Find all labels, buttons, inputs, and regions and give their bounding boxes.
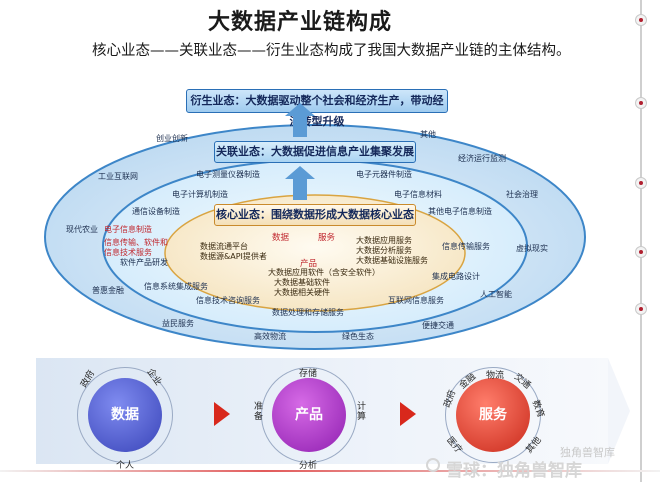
outer-ring-label: 现代农业 [66, 225, 98, 234]
core-data-item: 数据源&API提供者 [200, 252, 267, 261]
core-data-item: 数据流通平台 [200, 242, 248, 251]
core-header-service: 服务 [318, 233, 336, 243]
middle-ring-label: 互联网信息服务 [388, 296, 444, 305]
product-step-label: 分析 [299, 461, 318, 471]
core-product-item: 大数据相关硬件 [274, 288, 330, 297]
arrow-up-icon [285, 166, 315, 200]
core-bar: 核心业态：围绕数据形成大数据核心业态 [214, 204, 416, 226]
page-subtitle: 核心业态——关联业态——衍生业态构成了我国大数据产业链的主体结构。 [92, 43, 571, 59]
middle-ring-red-label: 信息传输、软件和信息技术服务 [104, 238, 168, 257]
middle-ring-label: 电子元器件制造 [356, 170, 412, 179]
play-arrow-icon [400, 402, 416, 426]
outer-ring-label: 工业互联网 [98, 172, 138, 181]
middle-ring-label: 其他电子信息制造 [428, 207, 492, 216]
outer-ring-label: 益民服务 [162, 319, 194, 328]
core-product-item: 大数据应用软件（含安全软件） [268, 268, 380, 277]
core-header-data: 数据 [272, 233, 290, 243]
slide-rail [640, 0, 642, 482]
footer-line [0, 470, 660, 472]
core-product-item: 大数据基础软件 [274, 278, 330, 287]
rail-dot-icon [635, 246, 647, 258]
outer-ring-label: 其他 [420, 130, 436, 139]
middle-ring-label: 信息系统集成服务 [144, 282, 208, 291]
product-step-label: 存储 [299, 369, 318, 379]
outer-ring-label: 社会治理 [506, 190, 538, 199]
page-title: 大数据产业链构成 [207, 10, 392, 35]
data-source-label: 个人 [116, 461, 135, 471]
snowball-logo-icon [426, 458, 440, 472]
watermark-large: 雪球：独角兽智库 [446, 461, 582, 481]
middle-ring-label: 电子计算机制造 [172, 190, 228, 199]
core-service-item: 大数据基础设施服务 [356, 256, 428, 265]
service-node: 服务 [456, 378, 530, 452]
middle-ring-label: 数据处理和存储服务 [272, 308, 344, 317]
related-bar: 关联业态：大数据促进信息产业集聚发展 [214, 141, 416, 163]
rail-dot-icon [635, 97, 647, 109]
outer-ring-label: 经济运行监测 [458, 154, 506, 163]
product-step-label: 准备 [254, 402, 264, 422]
outer-ring-label: 绿色生态 [342, 332, 374, 341]
outer-ring-label: 创业创新 [156, 134, 188, 143]
core-service-item: 大数据应用服务 [356, 236, 412, 245]
core-service-item: 大数据分析服务 [356, 246, 412, 255]
outer-ring-label: 普惠金融 [92, 286, 124, 295]
middle-ring-red-label: 电子信息制造 [104, 225, 152, 234]
rail-dot-icon [635, 14, 647, 26]
play-arrow-icon [214, 402, 230, 426]
middle-ring-label: 电子信息材料 [394, 190, 442, 199]
product-ring [261, 367, 357, 463]
service-sector-label: 物流 [486, 371, 505, 381]
outer-ring-label: 高效物流 [254, 332, 286, 341]
watermark-small: 独角兽智库 [560, 446, 615, 459]
ellipse-layers [44, 124, 586, 350]
middle-ring-label: 信息技术咨询服务 [196, 296, 260, 305]
middle-ring-label: 软件产品研发 [120, 258, 168, 267]
outer-ring-label: 虚拟现实 [516, 244, 548, 253]
middle-ring-label: 集成电路设计 [432, 272, 480, 281]
rail-dot-icon [635, 177, 647, 189]
product-node: 产品 [272, 378, 346, 452]
data-ring [77, 367, 173, 463]
service-ring [445, 367, 541, 463]
rail-dot-icon [635, 303, 647, 315]
core-header-product: 产品 [300, 259, 318, 269]
middle-ring-label: 电子测量仪器制造 [196, 170, 260, 179]
outer-ring-label: 人工智能 [480, 290, 512, 299]
middle-ring-label: 通信设备制造 [132, 207, 180, 216]
middle-ring-label: 信息传输服务 [442, 242, 490, 251]
arrow-up-icon [285, 103, 315, 137]
product-step-label: 计算 [357, 402, 367, 422]
data-node: 数据 [88, 378, 162, 452]
industry-chain-diagram: 衍生业态：大数据驱动整个社会和经济生产，带动经济转型升级 关联业态：大数据促进信… [36, 85, 594, 350]
derived-bar: 衍生业态：大数据驱动整个社会和经济生产，带动经济转型升级 [186, 89, 448, 128]
outer-ring-label: 便捷交通 [422, 321, 454, 330]
